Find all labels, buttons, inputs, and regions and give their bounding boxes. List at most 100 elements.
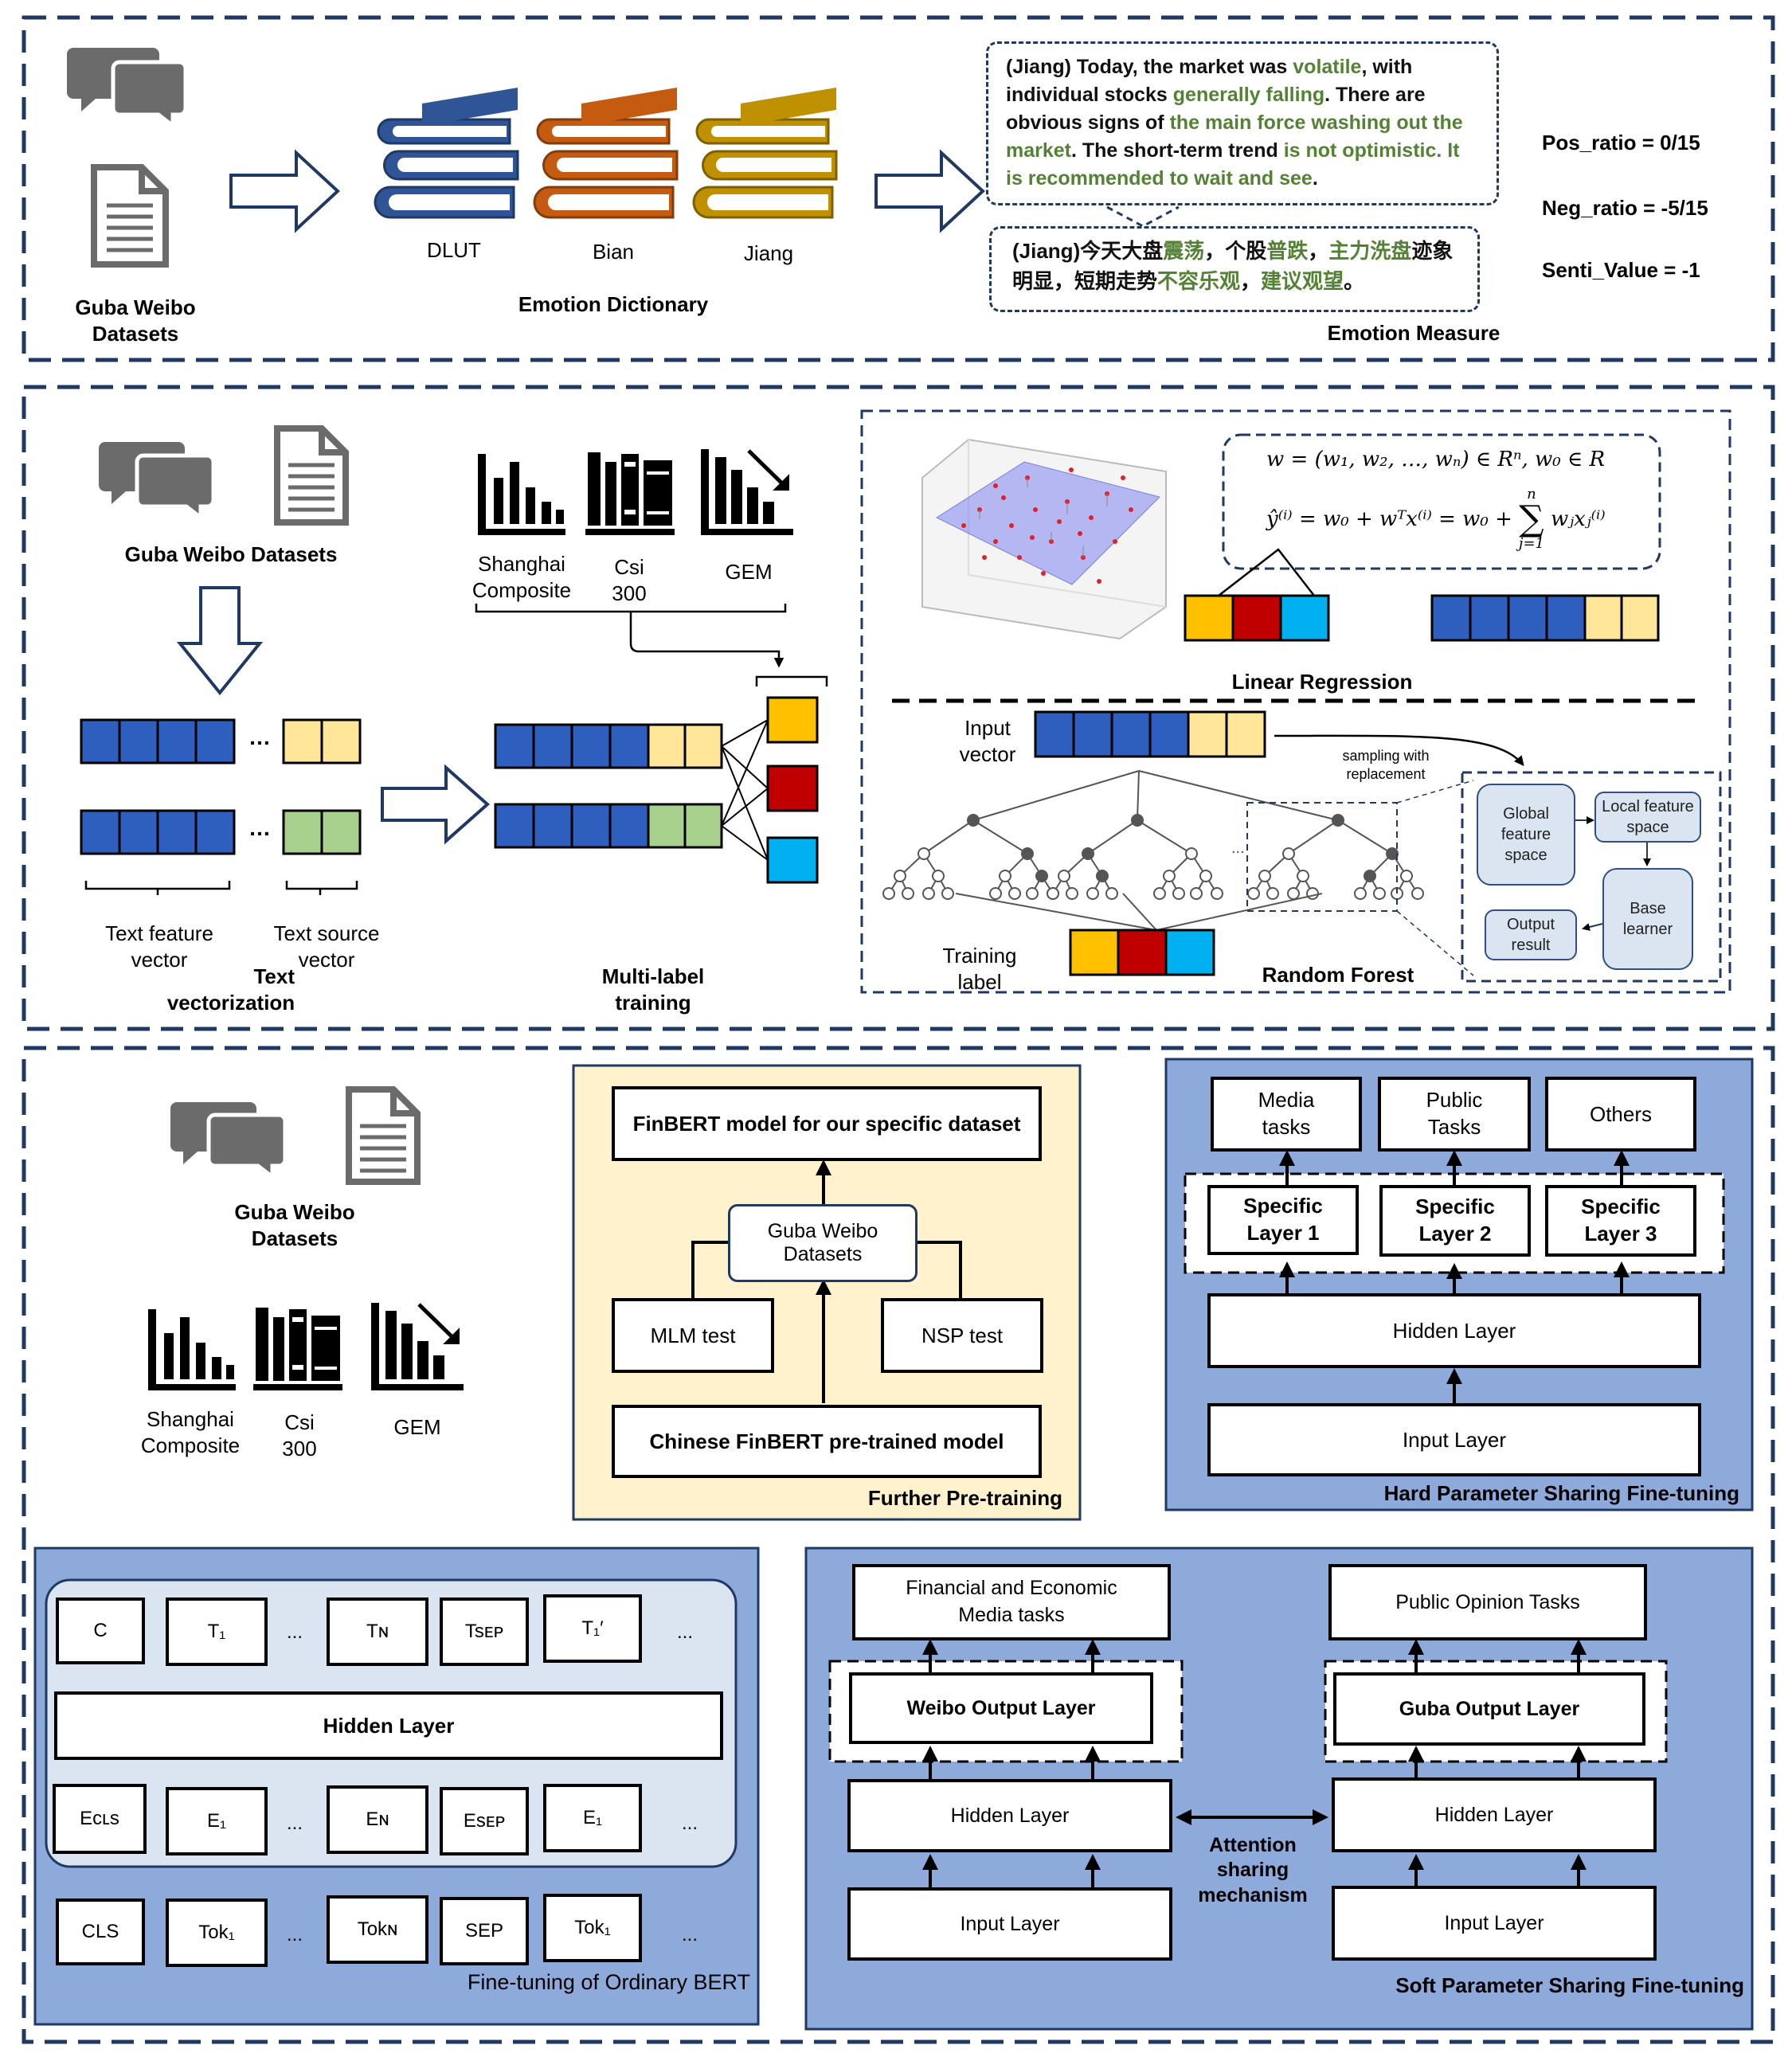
s3-index-csi: Csi 300: [260, 1410, 339, 1461]
hard-task-media: Media tasks: [1211, 1077, 1362, 1152]
further-pretraining-title: Further Pre-training: [867, 1486, 1062, 1510]
s3-index-csi-l1: Csi: [284, 1410, 315, 1434]
sampling-label: sampling with replacement: [1314, 747, 1457, 783]
declining-chart-icon: [371, 1303, 464, 1390]
hard-task-public: Public Tasks: [1378, 1077, 1531, 1152]
hard-specific-layer-2: Specific Layer 2: [1379, 1185, 1531, 1257]
quote-connector: [1106, 205, 1180, 228]
s2-index-shanghai-l2: Composite: [471, 577, 572, 602]
section1-frame: [22, 15, 1775, 362]
input-vector-l2: vector: [959, 741, 1016, 766]
bert-emb-token-e1: E₁: [166, 1787, 268, 1856]
soft-right-input: Input Layer: [1332, 1886, 1657, 1961]
hard-specific-layer-3: Specific Layer 3: [1545, 1185, 1696, 1257]
s1-datasets-label: Guba Weibo Datasets: [48, 295, 223, 346]
formula-sum-term: wⱼxⱼ⁽ⁱ⁾: [1551, 507, 1606, 531]
eq-text-1: (Jiang) Today, the market was: [1006, 56, 1293, 78]
chinese-finbert-box: Chinese FinBERT pre-trained model: [612, 1405, 1042, 1478]
bert-top-token-tn: Tɴ: [327, 1597, 428, 1666]
document-icon: [91, 164, 169, 268]
s1-datasets-line1: Guba Weibo: [75, 295, 196, 319]
bert-top-token-tsep: Tsᴇᴘ: [440, 1597, 529, 1666]
combined-vector-2: [494, 803, 723, 849]
soft-sharing-title: Soft Parameter Sharing Fine-tuning: [1395, 1973, 1744, 1997]
section2-frame: [22, 385, 1775, 1031]
bert-input-token-sep: SEP: [440, 1897, 529, 1965]
emotion-dictionary-title: Emotion Dictionary: [518, 292, 709, 316]
text-feature-l2: vector: [131, 947, 188, 972]
text-feature-l1: Text feature: [105, 921, 213, 945]
bert-input-token-cls: CLS: [56, 1899, 145, 1965]
bert-input-token-tok1: Tok₁: [166, 1899, 268, 1967]
multilabel-l2: training: [615, 990, 691, 1015]
section3-frame: [22, 1046, 1775, 2044]
nsp-test-box: NSP test: [881, 1298, 1043, 1373]
senti-value: Senti_Value = -1: [1542, 258, 1700, 282]
multilabel-training-label: Multi-label training: [573, 964, 733, 1015]
formula-lhs: ŷ⁽ⁱ⁾ = w₀ + wᵀx⁽ⁱ⁾ = w₀ +: [1266, 507, 1512, 531]
model-subpanel: [860, 409, 1731, 994]
eq-text-3: . There are obvious signs of: [1006, 84, 1426, 134]
formula-box: [1222, 433, 1661, 570]
rf-base-learner: Base learner: [1602, 868, 1693, 970]
cq-highlight-1: 震荡: [1163, 239, 1205, 263]
multilabel-l1: Multi-label: [601, 964, 705, 988]
label-orange: [766, 696, 819, 744]
linear-regression-title: Linear Regression: [1231, 670, 1413, 694]
document-icon: [346, 1086, 421, 1185]
sampling-l1: sampling with: [1342, 748, 1430, 764]
text-feature-vector-label: Text feature vector: [80, 921, 239, 972]
tree-link-2: [1396, 910, 1474, 976]
cq-highlight-3: 主力洗盘: [1328, 239, 1412, 263]
lr-vector-right: [1430, 594, 1660, 642]
s3-index-csi-l2: 300: [282, 1436, 317, 1461]
random-forest-title: Random Forest: [1262, 963, 1414, 987]
s2-index-shanghai: Shanghai Composite: [454, 551, 589, 603]
s1-datasets-line2: Datasets: [92, 321, 179, 346]
text-source-l1: Text source: [273, 921, 380, 945]
eq-text-4: . The short-term trend: [1071, 139, 1284, 162]
cq-text-1: (Jiang)今天大盘: [1012, 239, 1164, 263]
formula-line-1: w = (w₁, w₂, …, wₙ) ∈ Rⁿ, w₀ ∈ R: [1266, 448, 1606, 471]
flow-arrow-2: [874, 149, 985, 233]
label-red: [766, 764, 819, 812]
s2-index-csi: Csi 300: [589, 554, 669, 606]
sigma-symbol: ∑: [1519, 499, 1544, 539]
formula-sum-bottom: j=1: [1518, 535, 1545, 552]
bert-emb-token-en: Eɴ: [327, 1785, 428, 1854]
s2-datasets-label: Guba Weibo Datasets: [124, 542, 338, 566]
text-source-vector-2: [282, 809, 362, 855]
hard-connectors: [1279, 1150, 1630, 1403]
tree-link-1: [1396, 780, 1474, 804]
soft-left-hidden: Hidden Layer: [847, 1779, 1172, 1852]
tree-highlight-box: [1246, 802, 1398, 912]
bert-top-ellipsis-1: ...: [287, 1621, 303, 1643]
finbert-specific-model-box: FinBERT model for our specific dataset: [612, 1086, 1042, 1161]
dict-label-dlut: DLUT: [427, 238, 481, 262]
s3-index-shanghai-l1: Shanghai: [147, 1407, 234, 1431]
3d-scatter-plot: [921, 438, 1167, 640]
combined-vector-1: [494, 723, 723, 769]
soft-right-hidden: Hidden Layer: [1332, 1777, 1657, 1852]
dict-label-jiang: Jiang: [743, 241, 794, 265]
label-cyan: [766, 836, 819, 884]
mlm-test-box: MLM test: [612, 1298, 774, 1373]
document-icon: [274, 425, 349, 526]
flow-arrow-down: [176, 586, 264, 696]
eq-text-5: .: [1312, 167, 1318, 190]
rf-training-label: [1069, 929, 1215, 976]
bert-input-token-tok1b: Tok₁: [543, 1894, 642, 1962]
formula-sum-top: n: [1527, 486, 1536, 502]
bert-emb-ellipsis-1: ...: [287, 1813, 303, 1834]
cq-text-4: 迹象明显，短期走势: [1012, 239, 1454, 293]
further-connectors: [691, 1159, 962, 1403]
books-chart-icon: [585, 452, 675, 535]
rf-global-feature-space: Global feature space: [1477, 784, 1575, 886]
bert-emb-token-cls: Eᴄʟs: [53, 1784, 147, 1854]
text-source-vector-label: Text source vector: [247, 921, 406, 972]
neg-ratio: Neg_ratio = -5/15: [1542, 196, 1708, 220]
feature-bracket: [84, 881, 231, 895]
s2-index-gem-l1: GEM: [725, 560, 773, 584]
bert-top-token-t1prime: T₁′: [543, 1594, 642, 1663]
chat-icon: [67, 48, 188, 131]
